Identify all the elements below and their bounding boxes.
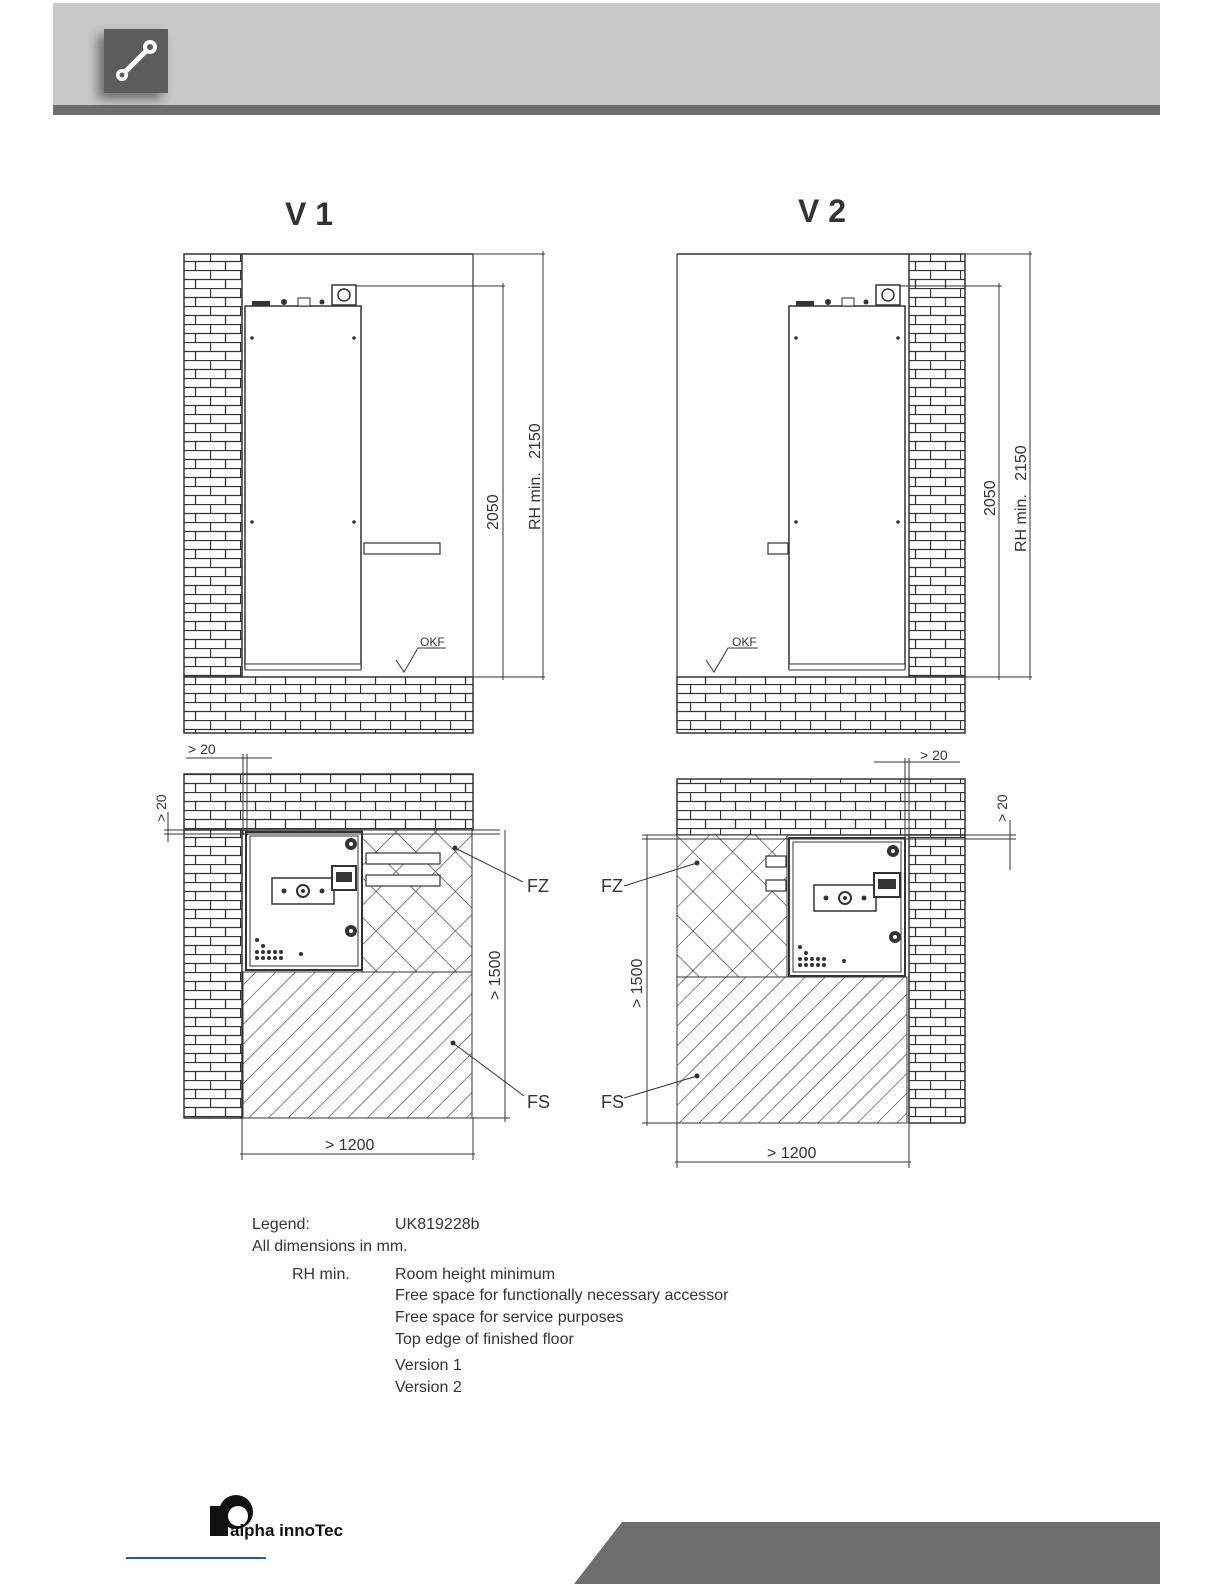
v1-unit [244,305,362,669]
v1-dim-width: > 1200 [325,1137,374,1154]
legend-entry-fs: Free space for service purposes [395,1309,624,1326]
legend-entry-fz: Free space for functionally necessary ac… [395,1287,729,1304]
v2-floor-label: OKF [732,635,757,649]
legend-note: All dimensions in mm. [252,1238,408,1255]
tool-badge [104,29,168,93]
v2-dim-wall-gap-top: > 20 [920,747,948,763]
v1-wall-left [183,253,243,678]
v2-unit [788,305,906,669]
v2-label-fz: FZ [601,876,623,896]
header-rule [53,105,1160,115]
v2-floor [676,676,966,734]
v1-fz-area [361,829,473,973]
v2-plan: > 20 > 20 > 1500 > 1200 FZ FS [601,747,1016,1168]
legend-entry-rh: Room height minimum [395,1266,556,1283]
v1-elevation: V 1 OKF 2050 RH min. 2150 [183,196,545,734]
v2-dim-wall-gap-side: > 20 [994,794,1010,822]
v2-wall-right [908,253,966,678]
v2-elevation: V 2 OKF 2050 RH min. 2150 [676,193,1032,734]
v2-dim-unit-height: 2050 [982,480,999,516]
footer-link-underline [126,1557,266,1559]
v2-title: V 2 [798,193,846,229]
legend-entry-v2: Version 2 [395,1379,462,1396]
legend-code: UK819228b [395,1216,480,1233]
v2-dim-width: > 1200 [767,1145,816,1162]
v2-label-fs: FS [601,1092,624,1112]
v1-fs-area [242,971,473,1119]
v1-floor [183,676,474,734]
header-bar [53,3,1160,105]
wrench-icon [116,40,157,81]
v1-dim-depth: > 1500 [487,951,504,1000]
v1-label-fs: FS [527,1092,550,1112]
v2-dim-room-height: RH min. 2150 [1013,445,1030,552]
v1-label-fz: FZ [527,876,549,896]
v2-dim-depth: > 1500 [629,959,646,1008]
v1-dim-wall-gap-top: > 20 [188,741,216,757]
v1-plan: > 20 > 20 > 1500 > 1200 FZ FS [153,741,550,1160]
footer-bar [574,1522,1160,1584]
v1-dim-wall-gap-side: > 20 [153,794,169,822]
v1-title: V 1 [285,196,333,232]
v2-fs-area [676,976,908,1124]
legend-entry-okf: Top edge of finished floor [395,1331,574,1348]
legend-entry-v1: Version 1 [395,1357,462,1374]
legend-heading: Legend: [252,1216,310,1233]
v1-dim-room-height: RH min. 2150 [527,423,544,530]
v1-floor-label: OKF [420,635,445,649]
logo-text: alpha innoTec [230,1521,343,1540]
legend-key-rh: RH min. [292,1266,350,1283]
company-logo: alpha innoTec [210,1494,360,1544]
v1-dim-unit-height: 2050 [485,494,502,530]
